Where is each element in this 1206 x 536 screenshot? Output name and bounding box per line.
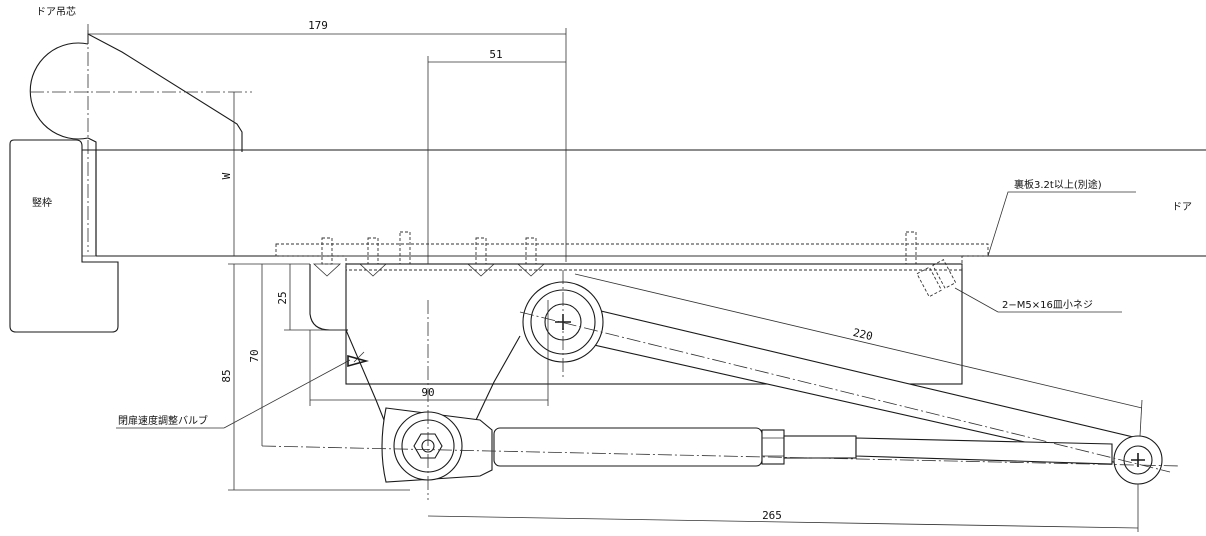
frame-section [9,139,119,333]
dim-25: 25 [276,291,289,304]
labels: ドア吊芯 竪枠 ドア 裏板3.2t以上(別途) 2−M5×16皿小ネジ 閉扉速度… [32,5,1192,429]
dim-90: 90 [421,386,434,399]
rod-arm [381,407,1163,485]
dim-70: 70 [248,349,261,362]
pivot-centerlines [30,30,252,252]
dimensions: 179 51 W 25 70 85 90 220 265 [87,19,1143,532]
label-frame: 竪枠 [32,196,52,209]
label-valve: 閉扉速度調整バルブ [118,414,208,427]
dim-179: 179 [308,19,328,32]
label-screws: 2−M5×16皿小ネジ [1002,299,1093,311]
dim-51: 51 [489,48,502,61]
dim-w: W [220,172,233,179]
label-back-plate: 裏板3.2t以上(別途) [1014,178,1102,191]
dim-85: 85 [220,369,233,382]
label-door-pivot: ドア吊芯 [36,5,76,18]
label-door: ドア [1172,202,1192,213]
back-plate-hidden [275,191,1136,257]
door-leaf [82,149,1206,257]
dim-265: 265 [762,509,782,522]
dim-220: 220 [852,326,874,343]
door-pivot-outline [29,33,243,152]
